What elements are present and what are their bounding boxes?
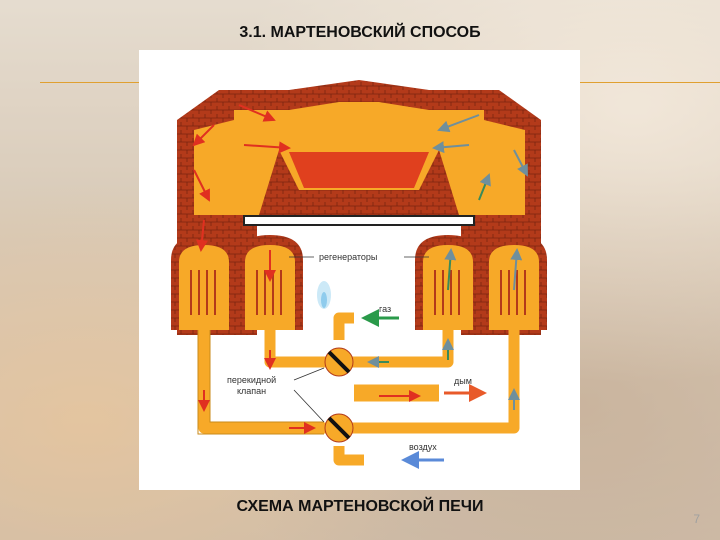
regenerators-label: регенераторы	[319, 252, 377, 262]
valve-label-line1: перекидной	[227, 375, 276, 385]
right-flue	[439, 120, 525, 215]
valve-label-line2: клапан	[237, 386, 266, 396]
left-flue	[194, 120, 279, 215]
reversing-valve-bottom	[324, 413, 354, 443]
title-rule-right	[580, 82, 720, 83]
flow-arrows	[192, 104, 528, 434]
slide-title: 3.1. МАРТЕНОВСКИЙ СПОСОБ	[239, 24, 481, 41]
reversing-valve-top	[324, 347, 354, 377]
hearth-plate	[243, 215, 475, 226]
regenerators-left	[171, 235, 303, 330]
furnace-diagram-svg: регенераторы газ перекидной клапан дым в…	[171, 80, 547, 469]
gas-burner-flame	[317, 281, 331, 309]
diagram-caption: СХЕМА МАРТЕНОВСКОЙ ПЕЧИ	[236, 498, 484, 515]
page-number: 7	[693, 512, 700, 526]
furnace-diagram: регенераторы газ перекидной клапан дым в…	[139, 50, 580, 490]
smoke-label: дым	[454, 376, 472, 386]
gas-label: газ	[379, 304, 391, 314]
title-rule-left	[40, 82, 140, 83]
molten-bath	[289, 152, 429, 188]
air-label: воздух	[409, 442, 437, 452]
